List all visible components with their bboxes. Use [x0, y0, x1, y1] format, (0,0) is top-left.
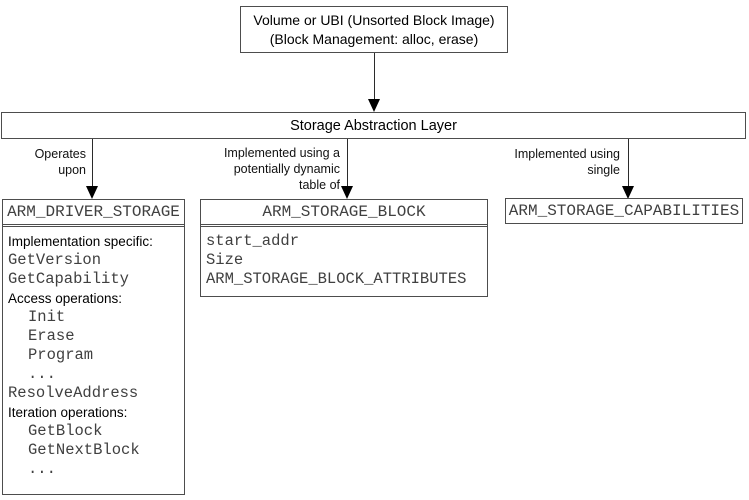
volume-ubi-box-line-1: Volume or UBI (Unsorted Block Image) [253, 11, 495, 28]
edge-label-line: table of [298, 178, 340, 192]
arrow-sal-to-capabilities-head [622, 186, 634, 199]
box-row: GetCapability [8, 270, 129, 288]
box-row: Size [206, 251, 244, 269]
box-row: ... [28, 365, 56, 383]
edge-label-line: upon [58, 163, 86, 177]
edge-label-using-single: Implemented using single [420, 146, 620, 178]
box-row: ResolveAddress [8, 384, 139, 402]
box-row: Access operations: [8, 291, 123, 306]
edge-label-line: Implemented using a [223, 146, 340, 160]
edge-label-line: single [587, 163, 620, 177]
box-row: GetVersion [8, 251, 102, 269]
edge-label-line: Implemented using [514, 147, 620, 161]
edge-label-operates-upon: Operates upon [0, 146, 86, 178]
arm-storage-capabilities-title: ARM_STORAGE_CAPABILITIES [508, 202, 740, 220]
arm-storage-block-title: ARM_STORAGE_BLOCK [201, 200, 487, 227]
edge-label-dynamic-table-of: Implemented using a potentially dynamic … [140, 145, 340, 193]
box-row: GetBlock [28, 422, 103, 440]
box-row: Iteration operations: [8, 405, 128, 420]
storage-abstraction-layer-box: Storage Abstraction Layer [1, 112, 746, 139]
arm-driver-storage-title: ARM_DRIVER_STORAGE [3, 200, 184, 227]
arrow-volume-to-sal-line [374, 53, 375, 101]
box-row: Implementation specific: [8, 234, 153, 249]
arrow-volume-to-sal-head [368, 99, 380, 112]
edge-label-line: Operates [34, 147, 86, 161]
volume-ubi-box-line-2: (Block Management: alloc, erase) [269, 30, 479, 47]
box-row: GetNextBlock [28, 441, 140, 459]
box-row: ARM_STORAGE_BLOCK_ATTRIBUTES [206, 270, 467, 288]
box-row: Program [28, 346, 94, 364]
arrow-sal-to-block-line [347, 139, 348, 188]
arm-driver-storage-box: ARM_DRIVER_STORAGE Implementation specif… [2, 199, 185, 495]
arrow-sal-to-block-head [341, 186, 353, 199]
arm-storage-capabilities-box: ARM_STORAGE_CAPABILITIES [505, 198, 743, 224]
volume-ubi-box: Volume or UBI (Unsorted Block Image) (Bl… [240, 6, 508, 53]
box-row: Erase [28, 327, 75, 345]
arrow-sal-to-driver-head [86, 186, 98, 199]
storage-abstraction-layer-title: Storage Abstraction Layer [290, 117, 457, 134]
edge-label-line: potentially dynamic [233, 162, 340, 176]
box-row: Init [28, 308, 66, 326]
box-row: start_addr [206, 232, 300, 250]
box-row: ... [28, 460, 56, 478]
arrow-sal-to-driver-line [92, 139, 93, 188]
arrow-sal-to-capabilities-line [628, 139, 629, 188]
